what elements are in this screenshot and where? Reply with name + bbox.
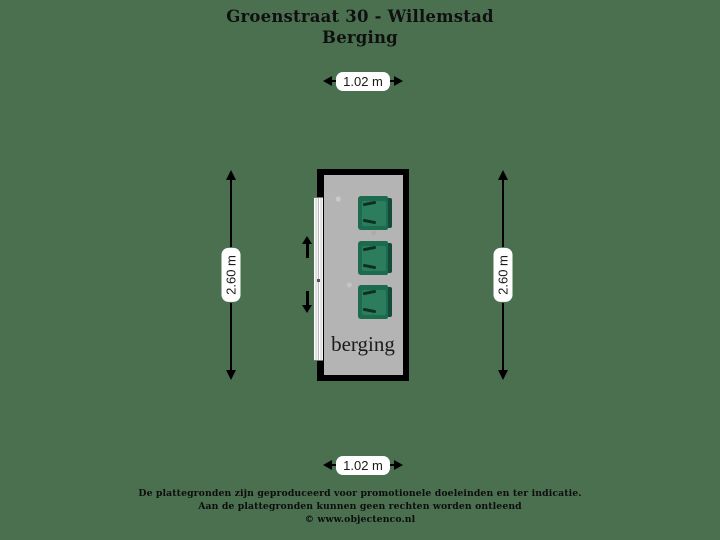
dimension-right-label: 2.60 m — [493, 248, 513, 302]
arrow-shaft — [306, 291, 309, 306]
title-line-address: Groenstraat 30 - Willemstad — [226, 7, 494, 26]
arrow-shaft — [306, 243, 309, 258]
arrow-right-icon — [393, 460, 403, 470]
footer-disclaimer: De plattegronden zijn geproduceerd voor … — [0, 487, 720, 526]
bin-side — [387, 243, 392, 273]
waste-bin-icon — [358, 285, 392, 319]
dimension-bar — [230, 180, 232, 247]
door-swing-up-arrow-icon — [302, 236, 313, 258]
footer-line-2: Aan de plattegronden kunnen geen rechten… — [198, 501, 522, 512]
dimension-bottom-width: 1.02 m — [318, 455, 408, 475]
roller-door — [314, 197, 323, 361]
dimension-bar — [389, 464, 394, 466]
arrow-down-icon — [302, 305, 312, 313]
arrow-up-icon — [302, 236, 312, 244]
bin-side — [387, 198, 392, 228]
arrow-right-icon — [393, 76, 403, 86]
dimension-bar — [502, 180, 504, 247]
arrow-left-icon — [323, 76, 333, 86]
floorplan-room-berging — [317, 169, 409, 381]
arrow-left-icon — [323, 460, 333, 470]
bin-side — [387, 287, 392, 317]
dimension-top-label: 1.02 m — [336, 71, 390, 91]
dimension-left-label-wrap: 2.60 m — [221, 247, 241, 303]
dimension-bar — [502, 303, 504, 370]
dimension-bar — [230, 303, 232, 370]
dimension-bar — [332, 80, 337, 82]
dimension-left-label: 2.60 m — [221, 248, 241, 302]
title-line-roomtype: Berging — [322, 28, 398, 47]
dimension-bottom-label: 1.02 m — [336, 455, 390, 475]
page-title: Groenstraat 30 - Willemstad Berging — [0, 6, 720, 48]
footer-line-copyright: © www.objectenco.nl — [304, 514, 416, 525]
footer-line-1: De plattegronden zijn geproduceerd voor … — [138, 488, 582, 499]
arrow-down-icon — [226, 370, 236, 380]
door-swing-down-arrow-icon — [302, 291, 313, 313]
waste-bin-icon — [358, 196, 392, 230]
dimension-top-width: 1.02 m — [318, 71, 408, 91]
room-name-label: berging — [331, 332, 395, 356]
dimension-left-height: 2.60 m — [216, 170, 246, 380]
dimension-right-height: 2.60 m — [488, 170, 518, 380]
door-handle-tick — [317, 279, 320, 282]
dimension-right-label-wrap: 2.60 m — [493, 247, 513, 303]
arrow-up-icon — [226, 170, 236, 180]
arrow-up-icon — [498, 170, 508, 180]
dimension-bar — [389, 80, 394, 82]
dimension-bar — [332, 464, 337, 466]
waste-bin-icon — [358, 241, 392, 275]
arrow-down-icon — [498, 370, 508, 380]
